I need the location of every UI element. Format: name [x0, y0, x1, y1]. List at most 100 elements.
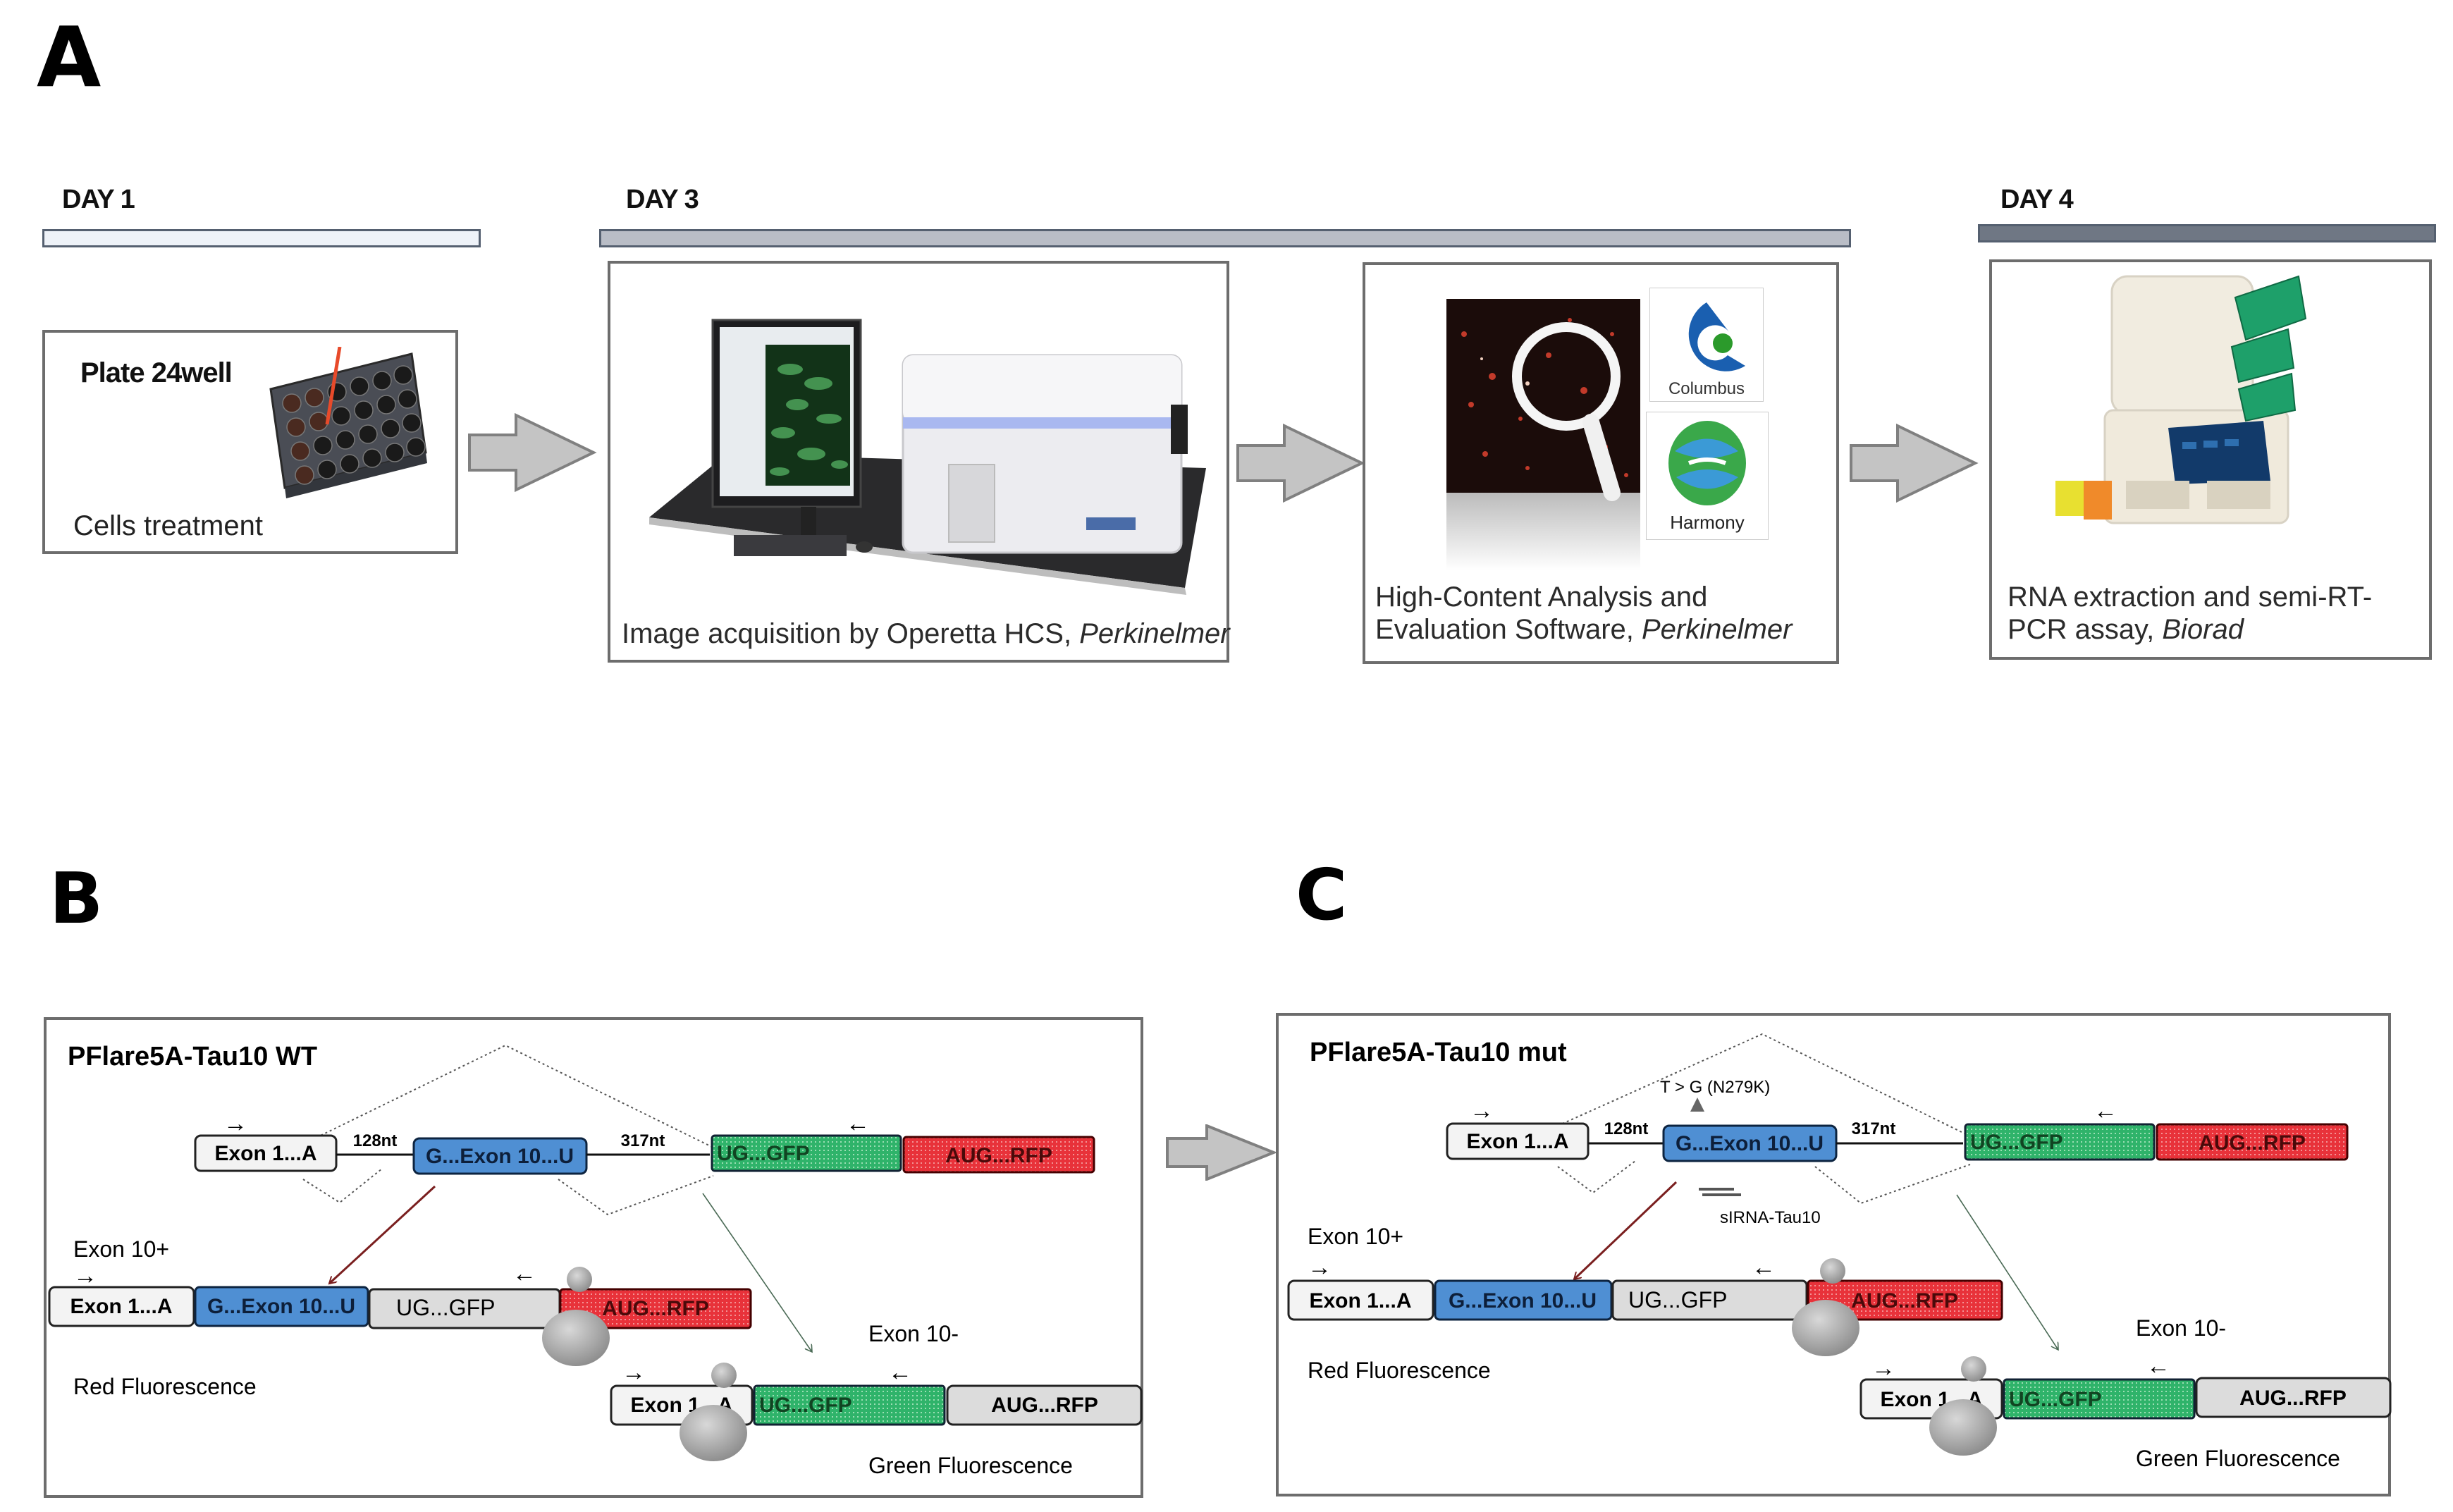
- exon1-label: Exon 1...A: [1466, 1130, 1568, 1153]
- skipping-forward-primer-icon: →: [1871, 1355, 1895, 1382]
- panel-b-title: PFlare5A-Tau10 WT: [68, 1042, 317, 1071]
- touchscreen: [2168, 421, 2270, 484]
- inclusion-splice-line-upper: [1557, 1033, 1971, 1137]
- exon1-label: Exon 1...A: [214, 1142, 316, 1165]
- inclusion-reverse-primer-icon: ←: [1752, 1254, 1776, 1281]
- ribosome-large-subunit-icon: [1929, 1399, 1997, 1456]
- panel-c-label: C: [1296, 854, 1348, 936]
- pipette-tip: [325, 347, 342, 425]
- forward-primer-icon: →: [223, 1110, 247, 1137]
- inclusion-exon1: [1287, 1279, 1434, 1321]
- inclusion-readout: Red Fluorescence: [1308, 1358, 1491, 1383]
- skipping-gfp-label: UG...GFP: [2009, 1388, 2102, 1411]
- step-4-caption-text: RNA extraction and semi-RT-PCR assay,: [2008, 582, 2373, 645]
- step-1-title: Plate 24well: [80, 357, 233, 388]
- inclusion-arrow: [329, 1185, 436, 1284]
- panel-c-frame: [1276, 1013, 2391, 1496]
- skipping-gfp-active: [753, 1384, 946, 1426]
- day-1-label: DAY 1: [62, 185, 135, 214]
- exon1-block: [194, 1134, 338, 1172]
- skipping-rfp-inactive: [946, 1384, 1143, 1426]
- intron-2-length: 317nt: [621, 1131, 665, 1150]
- skipping-forward-primer-icon: →: [622, 1359, 646, 1386]
- skipping-readout: Green Fluorescence: [2136, 1446, 2340, 1471]
- ribosome-large-subunit-icon: [542, 1310, 610, 1366]
- inclusion-gfp-label: UG...GFP: [1628, 1287, 1727, 1313]
- intron-1-length: 128nt: [1604, 1119, 1649, 1138]
- operetta-hcs-instrument-image: [649, 319, 1206, 595]
- inclusion-readout: Red Fluorescence: [73, 1374, 257, 1399]
- step-image-acquisition-box: Image acquisition by Operetta HCS, Perki…: [608, 261, 1230, 663]
- inclusion-exon10: [194, 1286, 369, 1327]
- skipping-arrow: [1956, 1194, 2058, 1350]
- skipping-arrow: [702, 1193, 812, 1352]
- panel-b-diagram: PFlare5A-Tau10 WT → ← Exon 1...A 128nt G…: [44, 1017, 1143, 1498]
- inclusion-arrow: [1574, 1181, 1678, 1279]
- harmony-logo-icon: Harmony: [1668, 421, 1746, 533]
- plate-stack: [2230, 275, 2307, 422]
- day-3-bar: [599, 229, 1851, 247]
- panel-b-label: B: [49, 857, 104, 940]
- fluorescence-image-magnifier: [1446, 299, 1640, 570]
- rfp-block: [902, 1136, 1095, 1174]
- inclusion-splice-line-upper: [302, 1044, 714, 1148]
- ribosome-small-subunit-icon: [1820, 1258, 1845, 1284]
- step-analysis-software-box: Columbus Harmony High-Content Analysis a…: [1363, 262, 1839, 664]
- exon1-block: [1446, 1122, 1590, 1160]
- rfp-label: AUG...RFP: [945, 1144, 1052, 1167]
- ribosome-small-subunit-icon: [711, 1363, 737, 1388]
- harmony-text: Harmony: [1670, 512, 1744, 533]
- inclusion-rfp-active: [1807, 1279, 2003, 1321]
- rfp-block: [2156, 1123, 2349, 1161]
- skipping-readout: Green Fluorescence: [868, 1453, 1073, 1478]
- inclusion-rfp-label: AUG...RFP: [1851, 1289, 1958, 1313]
- inclusion-reverse-primer-icon: ←: [512, 1260, 536, 1287]
- magnifier-lens: [1512, 322, 1621, 431]
- splice-line-lower-2: [558, 1175, 714, 1216]
- panel-a-label: A: [37, 8, 102, 106]
- inclusion-forward-primer-icon: →: [73, 1262, 97, 1289]
- day-1-bar: [42, 229, 481, 247]
- skipping-rfp-label: AUG...RFP: [991, 1394, 1098, 1417]
- forward-primer-icon: →: [1470, 1098, 1494, 1124]
- skipping-gfp-active: [2003, 1378, 2196, 1420]
- inclusion-exon10-label: G...Exon 10...U: [207, 1295, 355, 1318]
- step-rna-pcr-box: RNA extraction and semi-RT-PCR assay, Bi…: [1989, 259, 2432, 660]
- keyboard: [734, 535, 847, 556]
- skipping-gfp-label: UG...GFP: [759, 1394, 852, 1417]
- step-1-caption: Cells treatment: [73, 510, 263, 541]
- step-cells-treatment-box: Plate 24well Cells treatment: [42, 330, 458, 554]
- inclusion-forward-primer-icon: →: [1308, 1254, 1332, 1281]
- exon10-block: [412, 1137, 588, 1175]
- columbus-logo-icon: Columbus: [1668, 302, 1745, 398]
- inclusion-exon10-label: G...Exon 10...U: [1449, 1289, 1597, 1313]
- skipping-reverse-primer-icon: ←: [2146, 1353, 2170, 1379]
- reverse-primer-icon: ←: [846, 1110, 870, 1137]
- well-plate-image: [269, 347, 427, 498]
- day-4-bar: [1978, 224, 2436, 242]
- flow-arrow-1: [468, 412, 597, 493]
- panel-c-diagram: PFlare5A-Tau10 mut T > G (N279K) → ← Exo…: [1276, 1013, 2392, 1496]
- inclusion-exon1: [48, 1286, 195, 1327]
- exon10-label: G...Exon 10...U: [426, 1145, 574, 1168]
- flow-arrow-2: [1236, 423, 1365, 503]
- harmony-logo: Harmony: [1646, 412, 1769, 540]
- inclusion-exon10: [1434, 1279, 1613, 1321]
- splice-line-lower-1: [1557, 1160, 1636, 1194]
- pcr-thermocycler-image: [2055, 275, 2307, 524]
- gfp-label: UG...GFP: [717, 1142, 810, 1165]
- inclusion-exon1-label: Exon 1...A: [70, 1295, 172, 1318]
- intron-2-length: 317nt: [1852, 1119, 1896, 1138]
- step-4-caption-company: Biorad: [2162, 614, 2244, 645]
- mutation-label: T > G (N279K): [1660, 1078, 1770, 1097]
- step-2-caption-company: Perkinelmer: [1079, 618, 1230, 649]
- columbus-logo: Columbus: [1649, 288, 1764, 402]
- step-3-caption: High-Content Analysis and Evaluation Sof…: [1375, 581, 1833, 646]
- flow-arrow-b-to-c: [1166, 1124, 1277, 1181]
- ribosome-large-subunit-icon: [680, 1405, 747, 1461]
- intron-1-length: 128nt: [353, 1131, 398, 1150]
- gfp-block: [711, 1134, 902, 1172]
- inclusion-exon1-label: Exon 1...A: [1309, 1289, 1411, 1313]
- inclusion-gfp-label: UG...GFP: [396, 1295, 495, 1320]
- wells: [282, 365, 426, 485]
